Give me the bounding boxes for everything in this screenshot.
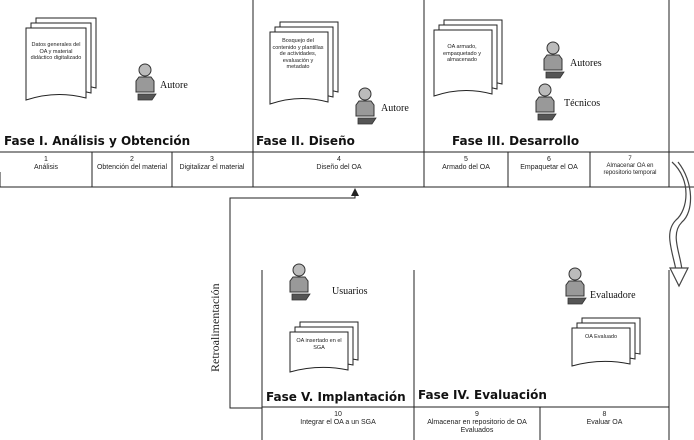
user-icon	[543, 41, 565, 79]
document-stack-icon	[25, 17, 97, 101]
user-icon	[565, 267, 587, 305]
user-icon	[355, 87, 377, 125]
phase-title: Fase II. Diseño	[256, 134, 355, 148]
doc-text-development: OA armado, empaquetado y almacenado	[443, 44, 481, 63]
role-label: Técnicos	[564, 98, 601, 109]
phase-title: Fase III. Desarrollo	[452, 134, 580, 148]
role-label: Autores	[570, 58, 602, 69]
user-icon	[289, 263, 311, 301]
doc-text-implantation: OA insertado en el SGA	[296, 338, 342, 351]
feedback-label: Retroalimentación	[208, 283, 222, 372]
user-icon	[535, 83, 557, 121]
role-label: Evaluadore	[590, 290, 636, 301]
role-label: Usuarios	[332, 286, 368, 297]
role-label: Autore	[160, 80, 188, 91]
document-stack-icon	[433, 19, 503, 97]
user-icon	[135, 63, 157, 101]
phase-title: Fase I. Análisis y Obtención	[4, 134, 191, 148]
document-stack-icon	[269, 21, 339, 105]
role-label: Autore	[381, 103, 409, 114]
doc-text-design: Bosquejo del contenido y plantillas de a…	[272, 38, 324, 70]
document-stack-icon	[289, 321, 359, 373]
phase-title: Fase V. Implantación	[266, 390, 406, 404]
doc-text-evaluation: OA Evaluado	[584, 334, 618, 340]
phase-title: Fase IV. Evaluación	[418, 388, 547, 402]
document-stack-icon	[571, 317, 641, 367]
doc-text-analysis: Datos generales del OA y material didáct…	[30, 42, 82, 61]
